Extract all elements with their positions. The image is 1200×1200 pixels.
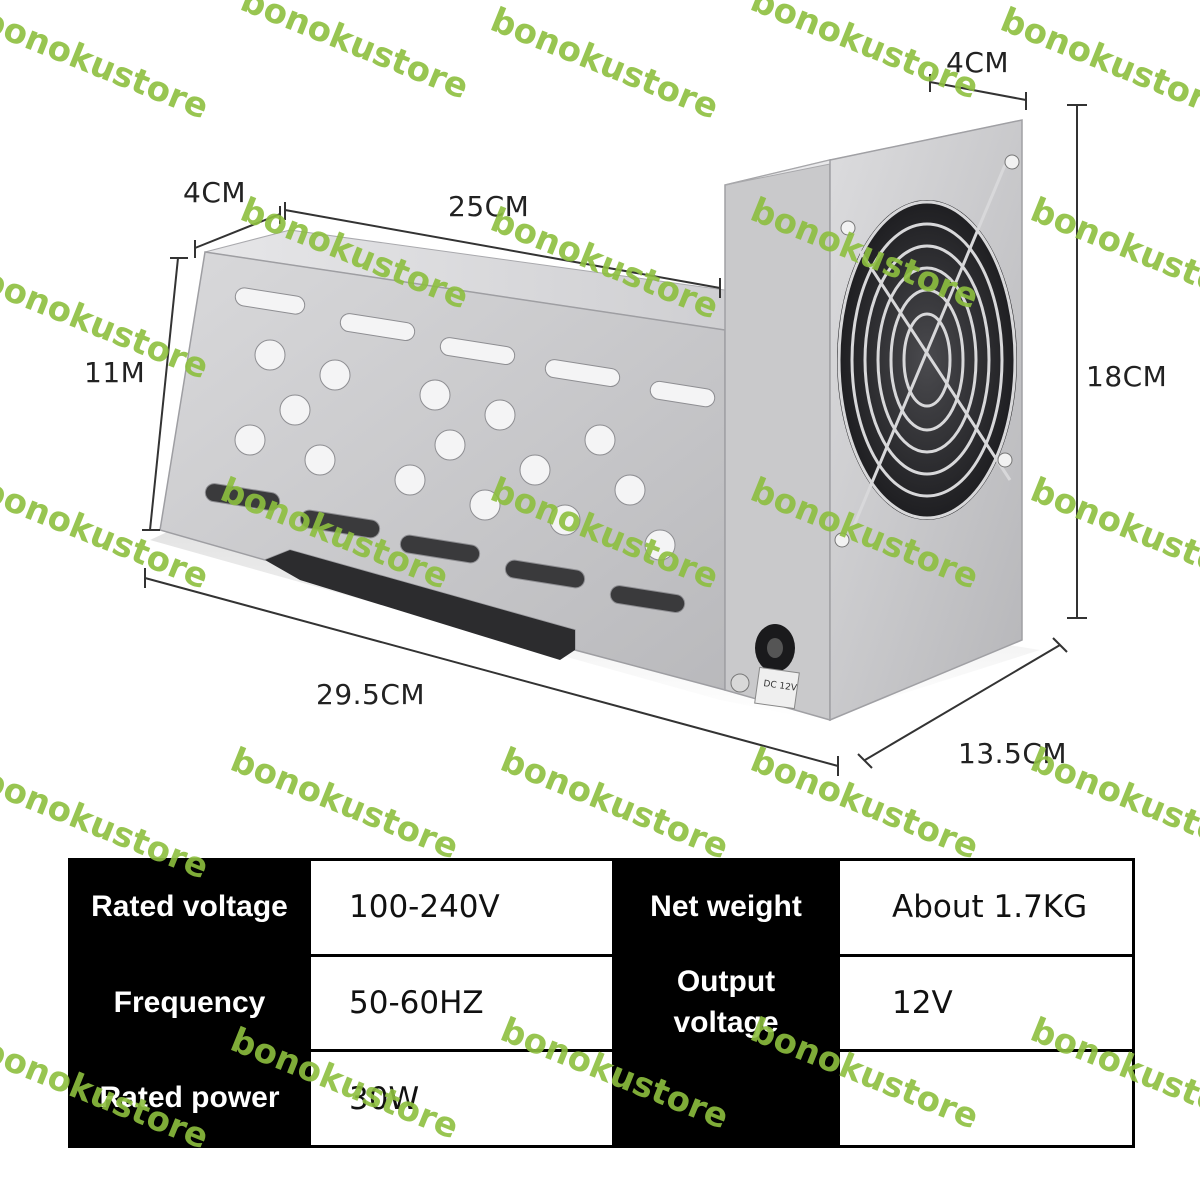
net-weight-label: Net weight	[612, 858, 840, 957]
rack-perforations	[204, 287, 716, 614]
rated-voltage-value: 100-240V	[308, 858, 615, 957]
rack-front-panel	[159, 251, 726, 691]
dimension-lines	[142, 74, 1087, 776]
total-length-label: 29.5CM	[316, 678, 426, 711]
output-voltage-label: Output voltage	[612, 953, 840, 1053]
table-row: Rated power 30W	[68, 1049, 1135, 1148]
output-voltage-value: 12V	[837, 953, 1135, 1053]
dimension-illustration: DC 12V	[142, 74, 1087, 776]
cooling-fan	[834, 154, 1020, 548]
rack-height-label: 11M	[84, 356, 146, 389]
rack-base-opening	[265, 550, 575, 660]
rated-voltage-label: Rated voltage	[68, 858, 311, 957]
empty-value-cell	[837, 1049, 1135, 1148]
total-width-label: 13.5CM	[958, 737, 1068, 770]
net-weight-value: About 1.7KG	[837, 858, 1135, 957]
rack-length-label: 25CM	[448, 190, 530, 223]
power-jack-label: DC 12V	[763, 679, 799, 694]
frequency-value: 50-60HZ	[308, 953, 615, 1053]
rated-power-value: 30W	[308, 1049, 615, 1148]
frequency-label: Frequency	[68, 953, 311, 1053]
fan-depth-label: 4CM	[946, 46, 1010, 79]
rated-power-label: Rated power	[68, 1049, 311, 1148]
table-row: Frequency 50-60HZ Output voltage 12V	[68, 953, 1135, 1053]
table-row: Rated voltage 100-240V Net weight About …	[68, 858, 1135, 957]
fan-height-label: 18CM	[1086, 360, 1168, 393]
spec-table: Rated voltage 100-240V Net weight About …	[68, 858, 1135, 1148]
dc-power-jack: DC 12V	[730, 624, 800, 710]
empty-label-cell	[612, 1049, 840, 1148]
rack-depth-label: 4CM	[183, 176, 247, 209]
